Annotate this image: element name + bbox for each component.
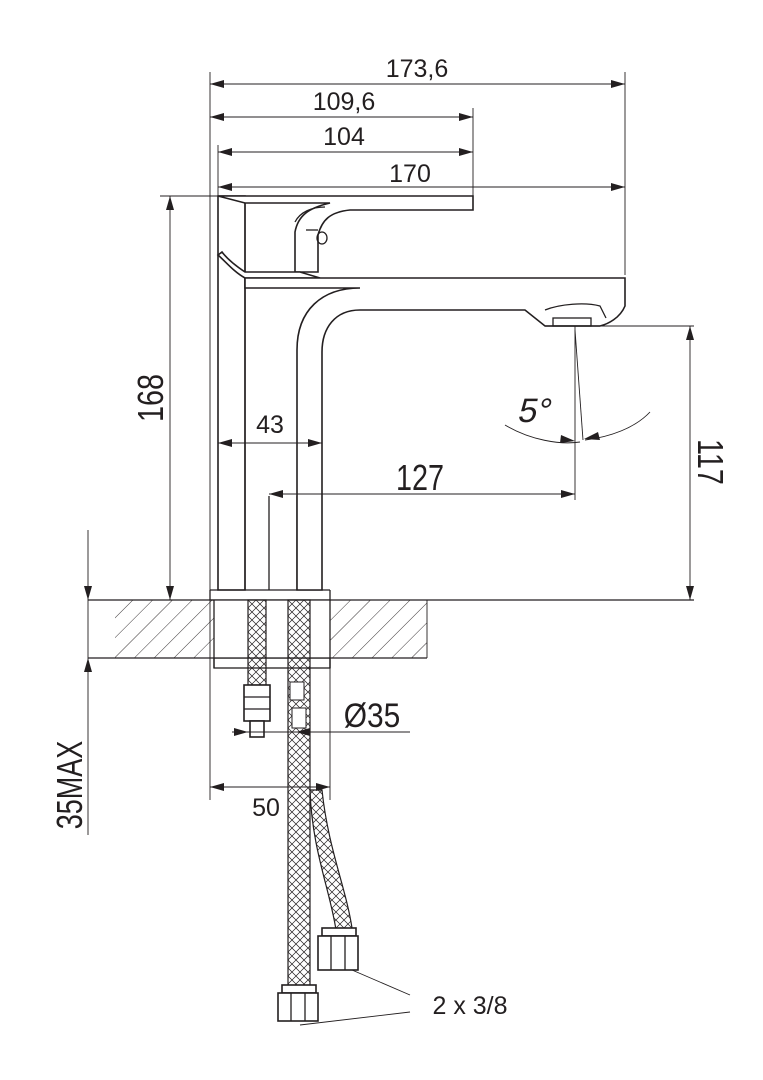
dim-spout-angle: 5° <box>515 392 555 430</box>
dim-base-width: 50 <box>252 794 280 822</box>
supply-hoses <box>243 599 359 1022</box>
dim-spout-projection: 127 <box>396 457 444 498</box>
dim-spout-reach: 170 <box>389 160 431 188</box>
dim-handle-length: 104 <box>323 123 365 151</box>
dim-spout-height: 117 <box>690 439 731 485</box>
countertop-section <box>88 599 694 669</box>
dim-hole-diameter: Ø35 <box>344 696 401 734</box>
dimension-lines <box>84 72 694 1026</box>
hose-fitting-2 <box>277 984 319 1022</box>
dim-hose-connections: 2 x 3/8 <box>432 992 507 1020</box>
hose-fitting-1 <box>317 927 359 971</box>
dim-overall-width: 173,6 <box>386 55 449 83</box>
dimension-labels: 173,6 109,6 104 170 168 43 127 117 5° Ø3… <box>49 55 731 1020</box>
dim-body-diameter: 43 <box>256 411 284 439</box>
dim-total-height: 168 <box>130 374 171 422</box>
dim-max-counter-thickness: 35MAX <box>49 741 90 829</box>
faucet-body <box>209 195 626 601</box>
dim-handle-reach: 109,6 <box>313 88 376 116</box>
